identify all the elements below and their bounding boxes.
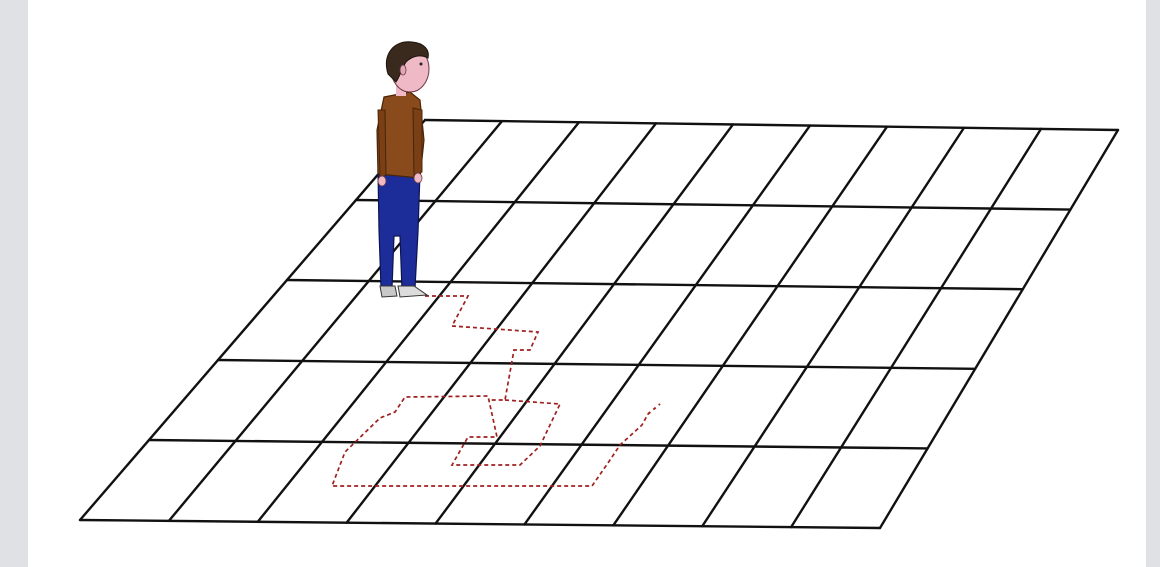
left-shade xyxy=(0,0,28,567)
person-shoe-left xyxy=(380,286,397,297)
person-hand-left xyxy=(378,176,386,186)
person-hand-right xyxy=(414,173,422,183)
person-eye xyxy=(420,63,423,66)
person-arm-left xyxy=(378,110,386,178)
right-shade xyxy=(1146,0,1160,567)
person-arm-right xyxy=(413,108,422,176)
person-ear xyxy=(400,65,406,75)
